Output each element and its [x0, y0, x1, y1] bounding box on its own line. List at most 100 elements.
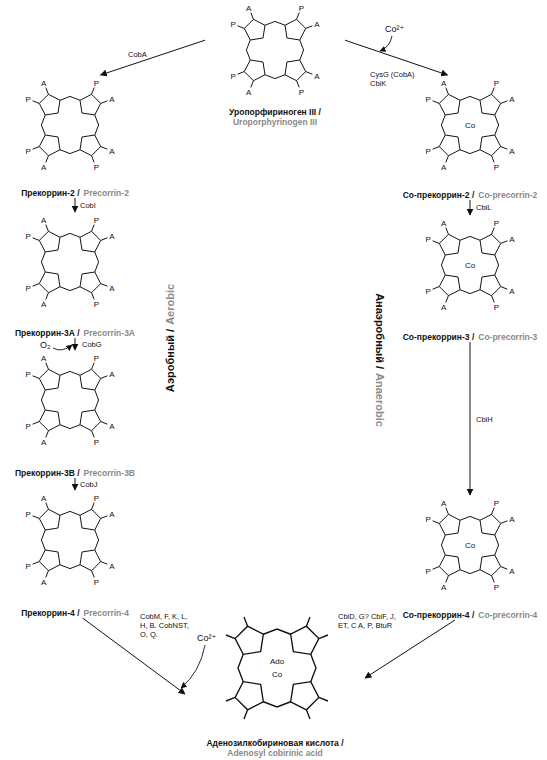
atom-label: P	[94, 577, 99, 586]
reagent-label: Co²⁺	[197, 633, 216, 643]
compound-node: Co-прекоррин-2 /Co-precorrin-2	[395, 75, 545, 200]
atom-label: A	[109, 422, 114, 431]
pathway-label: Anaerobic	[374, 373, 386, 427]
atom-label: Co	[465, 261, 475, 270]
atom-label: A	[246, 87, 251, 96]
enzyme-label: CysG (CobA) CbiK	[370, 70, 426, 88]
atom-label: A	[109, 94, 114, 103]
english-name: Co-precorrin-4	[478, 610, 537, 620]
atom-label: P	[26, 284, 31, 293]
atom-label: P	[299, 87, 304, 96]
atom-label: P	[231, 72, 236, 81]
atom-label: A	[41, 216, 46, 225]
atom-label: P	[26, 509, 31, 518]
atom-label: P	[94, 299, 99, 308]
reaction-arrow	[470, 342, 471, 495]
compound-caption: Co-прекоррин-4 /Co-precorrin-4	[395, 610, 545, 620]
molecule-structure	[33, 88, 108, 163]
atom-label: A	[441, 79, 446, 88]
atom-label: P	[94, 354, 99, 363]
reagent-label: O₂	[40, 340, 51, 350]
enzyme-label: CobJ	[80, 480, 120, 489]
atom-label: A	[41, 299, 46, 308]
reaction-arrow	[75, 198, 76, 212]
atom-label: P	[494, 79, 499, 88]
molecule-structure	[238, 13, 313, 88]
enzyme-label: CbiH	[476, 415, 516, 424]
atom-label: P	[94, 79, 99, 88]
molecule-structure	[33, 503, 108, 578]
compound-caption: Уропорфириноген III /Uroporphyrinogen II…	[205, 107, 345, 127]
enzyme-label: CobI	[80, 201, 120, 210]
atom-label: A	[441, 302, 446, 311]
atom-label: A	[509, 147, 514, 156]
compound-node: Прекоррин-4 /Precorrin-4	[0, 490, 150, 618]
atom-label: A	[109, 509, 114, 518]
compound-caption: Прекоррин-2 /Precorrin-2	[0, 188, 150, 198]
atom-label: Co	[272, 670, 282, 679]
atom-label: A	[41, 494, 46, 503]
atom-label: P	[94, 494, 99, 503]
russian-name: Co-прекоррин-4 /	[403, 610, 475, 620]
atom-label: P	[94, 216, 99, 225]
english-name: Precorrin-3A	[84, 328, 136, 338]
enzyme-label: CbiL	[476, 203, 516, 212]
atom-label: P	[494, 162, 499, 171]
reaction-arrow	[75, 478, 76, 490]
atom-label: P	[94, 437, 99, 446]
reaction-arrow	[470, 200, 471, 215]
pathway-label: Аэробный / Aerobic	[164, 278, 176, 398]
atom-label: A	[509, 567, 514, 576]
cobalt-arrow	[380, 36, 392, 51]
compound-caption: Прекоррин-4 /Precorrin-4	[0, 608, 150, 618]
compound-caption: Прекоррин-3В / Precorrin-3B	[0, 468, 150, 478]
reaction-arrow	[101, 40, 206, 75]
atom-label: A	[441, 582, 446, 591]
atom-label: P	[426, 147, 431, 156]
atom-label: A	[109, 147, 114, 156]
atom-label: A	[509, 94, 514, 103]
atom-label: A	[314, 72, 319, 81]
atom-label: P	[426, 287, 431, 296]
compound-node: Прекоррин-3В / Precorrin-3B	[0, 350, 150, 478]
compound-node: Уропорфириноген III /Uroporphyrinogen II…	[205, 3, 345, 127]
english-name: Precorrin-4	[84, 608, 129, 618]
russian-name: Co-прекоррин-2 /	[403, 190, 475, 200]
russian-name: Прекоррин-3В /	[15, 468, 80, 478]
atom-label: A	[41, 437, 46, 446]
russian-name: Co-прекоррин-3 /	[403, 332, 475, 342]
atom-label: P	[494, 219, 499, 228]
atom-label: A	[509, 234, 514, 243]
pathway-label: Aerobic	[164, 284, 176, 325]
atom-label: A	[109, 284, 114, 293]
atom-label: Co	[465, 541, 475, 550]
atom-label: A	[41, 354, 46, 363]
atom-label: A	[441, 499, 446, 508]
russian-name: Прекоррин-2 /	[21, 188, 79, 198]
atom-label: P	[299, 4, 304, 13]
atom-label: A	[109, 231, 114, 240]
atom-label: P	[494, 302, 499, 311]
atom-label: A	[246, 4, 251, 13]
atom-label: A	[109, 562, 114, 571]
reagent-label: Co²⁺	[385, 24, 404, 34]
atom-label: P	[494, 582, 499, 591]
atom-label: P	[26, 147, 31, 156]
compound-node: Прекоррин-2 /Precorrin-2	[0, 75, 150, 198]
russian-name: Прекоррин-3А /	[15, 328, 80, 338]
atom-label: Ado	[270, 657, 284, 666]
compound-caption: Аденозилкобириновая кислота /Adenosyl co…	[185, 738, 365, 758]
compound-node: Co-прекоррин-3 /Co-precorrin-3	[395, 215, 545, 342]
pathway-label: Аэробный /	[164, 329, 176, 392]
atom-label: A	[441, 219, 446, 228]
compound-caption: Co-прекоррин-2 /Co-precorrin-2	[395, 190, 545, 200]
atom-label: P	[26, 94, 31, 103]
atom-label: Co	[465, 121, 475, 130]
english-name: Co-precorrin-2	[478, 190, 537, 200]
enzyme-label: CobA	[128, 50, 168, 59]
english-name: Precorrin-3B	[84, 468, 136, 478]
atom-label: A	[41, 79, 46, 88]
compound-caption: Прекоррин-3А / Precorrin-3A	[0, 328, 150, 338]
atom-label: P	[26, 562, 31, 571]
enzyme-label: CobG	[82, 340, 122, 349]
